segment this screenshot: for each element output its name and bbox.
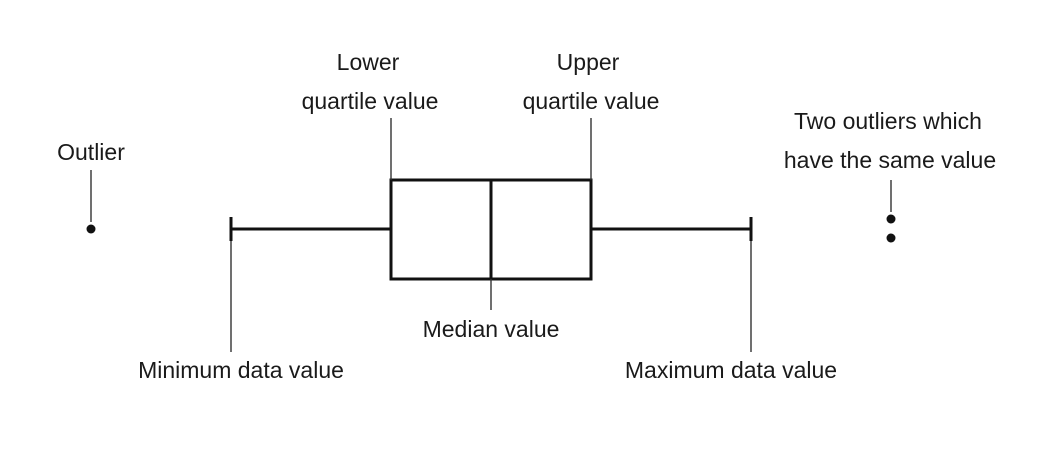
minimum-label: Minimum data value bbox=[138, 357, 344, 383]
outlier-point-lower bbox=[886, 233, 896, 243]
outlier-label: Outlier bbox=[57, 139, 125, 165]
upper-quartile-label-line2: quartile value bbox=[523, 88, 660, 114]
outlier-point bbox=[86, 224, 96, 234]
maximum-label: Maximum data value bbox=[625, 357, 837, 383]
outlier-point-upper bbox=[886, 214, 896, 224]
lower-quartile-label-line2: quartile value bbox=[302, 88, 439, 114]
lower-quartile-label-line1: Lower bbox=[337, 49, 400, 75]
median-label: Median value bbox=[423, 316, 560, 342]
upper-quartile-label-line1: Upper bbox=[557, 49, 620, 75]
two-outliers-label-line2: have the same value bbox=[784, 147, 996, 173]
two-outliers-label-line1: Two outliers which bbox=[794, 108, 982, 134]
